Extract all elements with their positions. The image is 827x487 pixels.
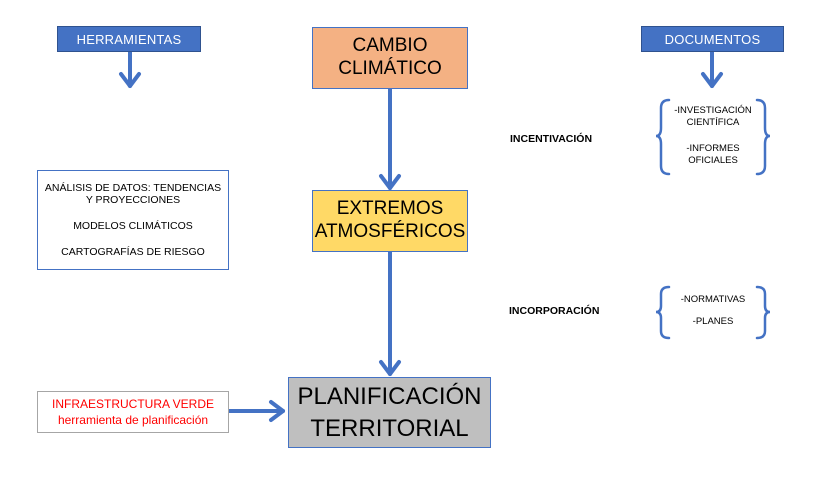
- documents-left-brace: [655, 98, 671, 176]
- tools-header-label: HERRAMIENTAS: [76, 31, 182, 47]
- climate-change-line2: CLIMÁTICO: [338, 58, 442, 79]
- doc-item-research: -INVESTIGACIÓN: [674, 105, 752, 116]
- incorporation-item-regulations: -NORMATIVAS: [680, 294, 746, 305]
- green-infra-to-planning-arrow: [227, 400, 285, 422]
- tools-item-risk-maps: CARTOGRAFÍAS DE RIESGO: [61, 246, 205, 258]
- extremes-line1: EXTREMOS: [336, 198, 444, 220]
- incorporation-right-brace: [755, 285, 771, 340]
- documents-header: DOCUMENTOS: [641, 26, 784, 52]
- doc-item-reports: -INFORMES: [686, 142, 740, 154]
- tools-item-climate-models: MODELOS CLIMÁTICOS: [73, 220, 193, 232]
- tools-item-data-analysis: ANÁLISIS DE DATOS: TENDENCIAS: [44, 182, 222, 194]
- documents-right-brace: [755, 98, 771, 176]
- incorporation-label: INCORPORACIÓN: [509, 305, 600, 317]
- tools-item-data-analysis-cont: Y PROYECCIONES: [85, 194, 181, 206]
- climate-to-extremes-arrow: [379, 86, 401, 190]
- atmospheric-extremes-box: EXTREMOS ATMOSFÉRICOS: [312, 190, 468, 252]
- green-infra-title: INFRAESTRUCTURA VERDE: [51, 396, 215, 411]
- green-infra-subtitle: herramienta de planificación: [57, 413, 209, 427]
- incentive-label: INCENTIVACIÓN: [510, 133, 593, 145]
- tools-header: HERRAMIENTAS: [57, 26, 201, 52]
- extremes-line2: ATMOSFÉRICOS: [314, 221, 466, 242]
- green-infrastructure-box: INFRAESTRUCTURA VERDE herramienta de pla…: [37, 391, 229, 433]
- incorporation-left-brace: [655, 285, 671, 340]
- planning-line1: PLANIFICACIÓN: [297, 383, 482, 411]
- documents-down-arrow: [701, 50, 723, 88]
- incorporation-list: -NORMATIVAS -PLANES: [668, 294, 758, 328]
- incorporation-item-plans: -PLANES: [692, 316, 734, 328]
- doc-item-research-cont: CIENTÍFICA: [686, 117, 740, 129]
- climate-change-line1: CAMBIO: [352, 35, 428, 57]
- doc-item-reports-cont: OFICIALES: [688, 155, 738, 167]
- planning-line2: TERRITORIAL: [310, 414, 469, 442]
- tools-down-arrow: [119, 50, 141, 88]
- documents-header-label: DOCUMENTOS: [664, 31, 761, 47]
- documents-list: -INVESTIGACIÓN CIENTÍFICA -INFORMES OFIC…: [668, 105, 758, 167]
- climate-change-box: CAMBIO CLIMÁTICO: [312, 27, 468, 89]
- tools-list-box: ANÁLISIS DE DATOS: TENDENCIAS Y PROYECCI…: [37, 170, 229, 270]
- extremes-to-planning-arrow: [379, 250, 401, 376]
- territorial-planning-box: PLANIFICACIÓN TERRITORIAL: [288, 377, 491, 448]
